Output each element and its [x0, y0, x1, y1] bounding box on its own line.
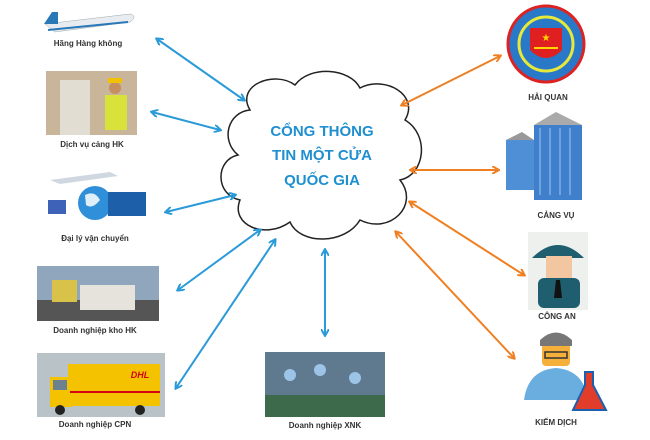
arrow-hang-hang-khong	[157, 39, 244, 100]
svg-text:DHL: DHL	[131, 370, 150, 380]
center-title-line-3: QUỐC GIA	[284, 172, 360, 189]
arrow-cpn	[176, 240, 275, 388]
node-label-hang-hang-khong: Hãng Hàng không	[53, 39, 123, 48]
factory-line-icon	[265, 352, 385, 417]
node-label-xnk: Doanh nghiệp XNK	[288, 421, 362, 430]
office-building-icon	[506, 112, 582, 200]
customs-emblem-icon: ★	[506, 4, 586, 84]
cloud-shape	[220, 70, 422, 240]
node-label-cpn: Doanh nghiệp CPN	[58, 420, 132, 429]
arrow-dai-ly	[166, 195, 235, 212]
node-label-kho-hk: Doanh nghiệp kho HK	[53, 326, 137, 335]
center-title-line-2: TIN MỘT CỬA	[272, 147, 372, 164]
warehouse-worker-icon	[46, 71, 137, 135]
police-officer-icon	[528, 232, 588, 310]
arrow-kiem-dich	[396, 232, 514, 358]
node-label-cong-an: CÔNG AN	[538, 312, 576, 321]
svg-text:★: ★	[542, 33, 551, 44]
arrow-dich-vu-cang	[152, 112, 220, 130]
node-label-kiem-dich: KIỂM DỊCH	[535, 418, 577, 427]
node-label-dich-vu-cang: Dịch vụ cảng HK	[60, 140, 124, 149]
node-label-dai-ly: Đại lý vận chuyển	[61, 234, 129, 243]
center-title-line-1: CỔNG THÔNG	[270, 123, 374, 140]
scientist-flask-icon	[524, 332, 608, 411]
airplane-icon	[44, 12, 135, 33]
cargo-loading-icon	[37, 266, 159, 321]
arrow-hai-quan	[402, 56, 500, 105]
node-label-hai-quan: HẢI QUAN	[528, 93, 568, 102]
globe-logistics-icon	[48, 172, 146, 220]
dhl-truck-icon: DHL	[37, 353, 165, 417]
node-label-cang-vu: CẢNG VỤ	[537, 211, 575, 220]
